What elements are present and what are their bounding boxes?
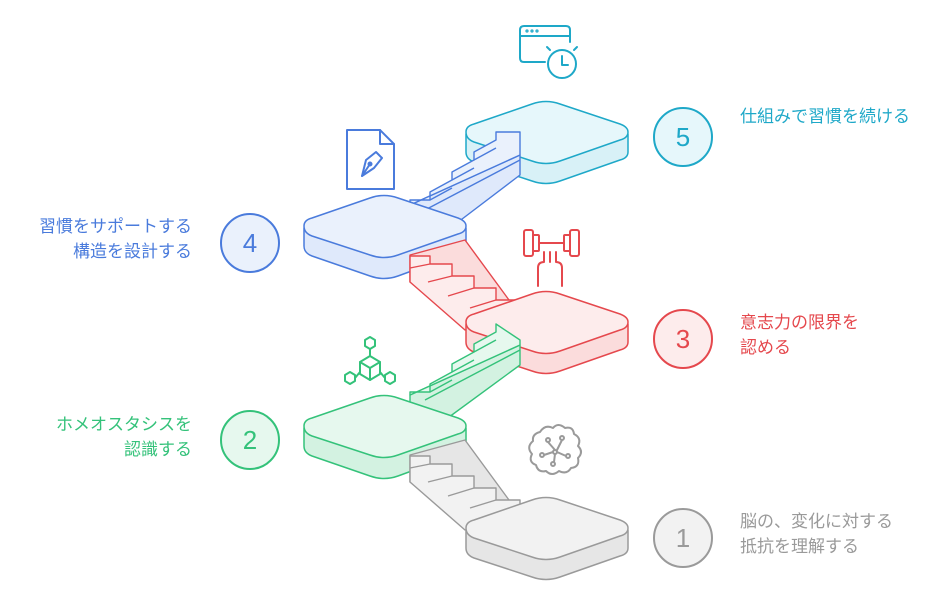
- step-number-badge-4: 4: [220, 213, 280, 273]
- browser-clock-icon: [519, 25, 578, 79]
- step-number-badge-2: 2: [220, 410, 280, 470]
- step-number-badge-3: 3: [653, 309, 713, 369]
- stairs-1-to-2: [409, 439, 521, 531]
- step-3-label-line1: 意志力の限界を: [740, 313, 859, 333]
- platform-1: [465, 496, 629, 581]
- step-2-label-line1: ホメオスタシスを: [56, 415, 192, 435]
- step-number-1: 1: [676, 523, 690, 553]
- step-4-label-line2: 構造を設計する: [73, 242, 192, 262]
- step-number-3: 3: [676, 324, 690, 354]
- dumbbell-icon: [523, 229, 580, 287]
- cubes-network-icon: [344, 336, 396, 385]
- step-4-label-line1: 習慣をサポートする: [39, 217, 192, 237]
- brain-icon: [528, 424, 582, 475]
- step-1-label: 脳の、変化に対する 抵抗を理解する: [740, 510, 893, 560]
- step-3-label: 意志力の限界を 認める: [740, 311, 859, 361]
- stairs-2-to-3: [409, 323, 521, 421]
- step-5-label-line1: 仕組みで習慣を続ける: [740, 107, 910, 127]
- step-3-label-line2: 認める: [740, 338, 791, 358]
- step-number-badge-1: 1: [653, 508, 713, 568]
- step-5-label: 仕組みで習慣を続ける: [740, 105, 910, 130]
- pen-document-icon: [346, 129, 395, 190]
- step-number-5: 5: [676, 122, 690, 152]
- step-number-badge-5: 5: [653, 107, 713, 167]
- step-1-label-line1: 脳の、変化に対する: [740, 512, 893, 532]
- step-number-2: 2: [243, 425, 257, 455]
- step-4-label: 習慣をサポートする 構造を設計する: [39, 215, 192, 265]
- step-number-4: 4: [243, 228, 257, 258]
- step-1-label-line2: 抵抗を理解する: [740, 537, 859, 557]
- step-2-label: ホメオスタシスを 認識する: [56, 413, 192, 463]
- step-2-label-line2: 認識する: [124, 440, 192, 460]
